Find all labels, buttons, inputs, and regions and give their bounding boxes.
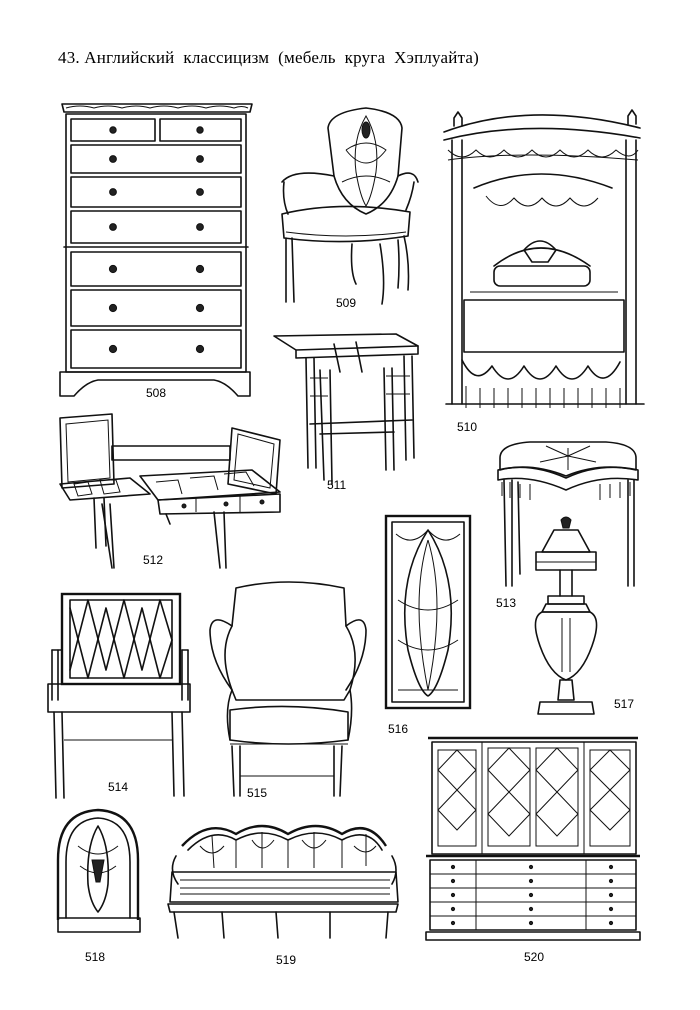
- figure-number-513: 513: [496, 596, 517, 610]
- page-title: 43. Английский классицизм (мебель круга …: [58, 48, 480, 67]
- figure-number-519: 519: [276, 953, 297, 967]
- figure-number-512: 512: [143, 553, 164, 567]
- figure-number-509: 509: [336, 296, 357, 310]
- dressing-table-icon: [59, 413, 281, 569]
- drop-leaf-table-icon: [273, 333, 419, 485]
- figure-number-517: 517: [614, 697, 635, 711]
- figure-number-510: 510: [457, 420, 478, 434]
- side-table-icon: [497, 441, 639, 587]
- urn-vase-icon: [534, 516, 598, 715]
- lattice-back-armchair-icon: [47, 592, 191, 799]
- shield-back-armchair-icon: [281, 107, 419, 305]
- wheel-back-chair-icon: [56, 808, 141, 933]
- chest-of-drawers-icon: [59, 103, 253, 397]
- breakfront-bookcase-icon: [425, 736, 641, 941]
- triple-back-settee-icon: [167, 824, 399, 939]
- figure-number-516: 516: [388, 722, 409, 736]
- figure-number-514: 514: [108, 780, 129, 794]
- figure-number-515: 515: [247, 786, 268, 800]
- figure-number-518: 518: [85, 950, 106, 964]
- figure-number-508: 508: [146, 386, 167, 400]
- figure-number-511: 511: [327, 478, 347, 492]
- wing-armchair-icon: [209, 581, 367, 797]
- canopy-bed-icon: [443, 109, 645, 408]
- figure-number-520: 520: [524, 950, 545, 964]
- ornamental-panel-icon: [384, 514, 472, 710]
